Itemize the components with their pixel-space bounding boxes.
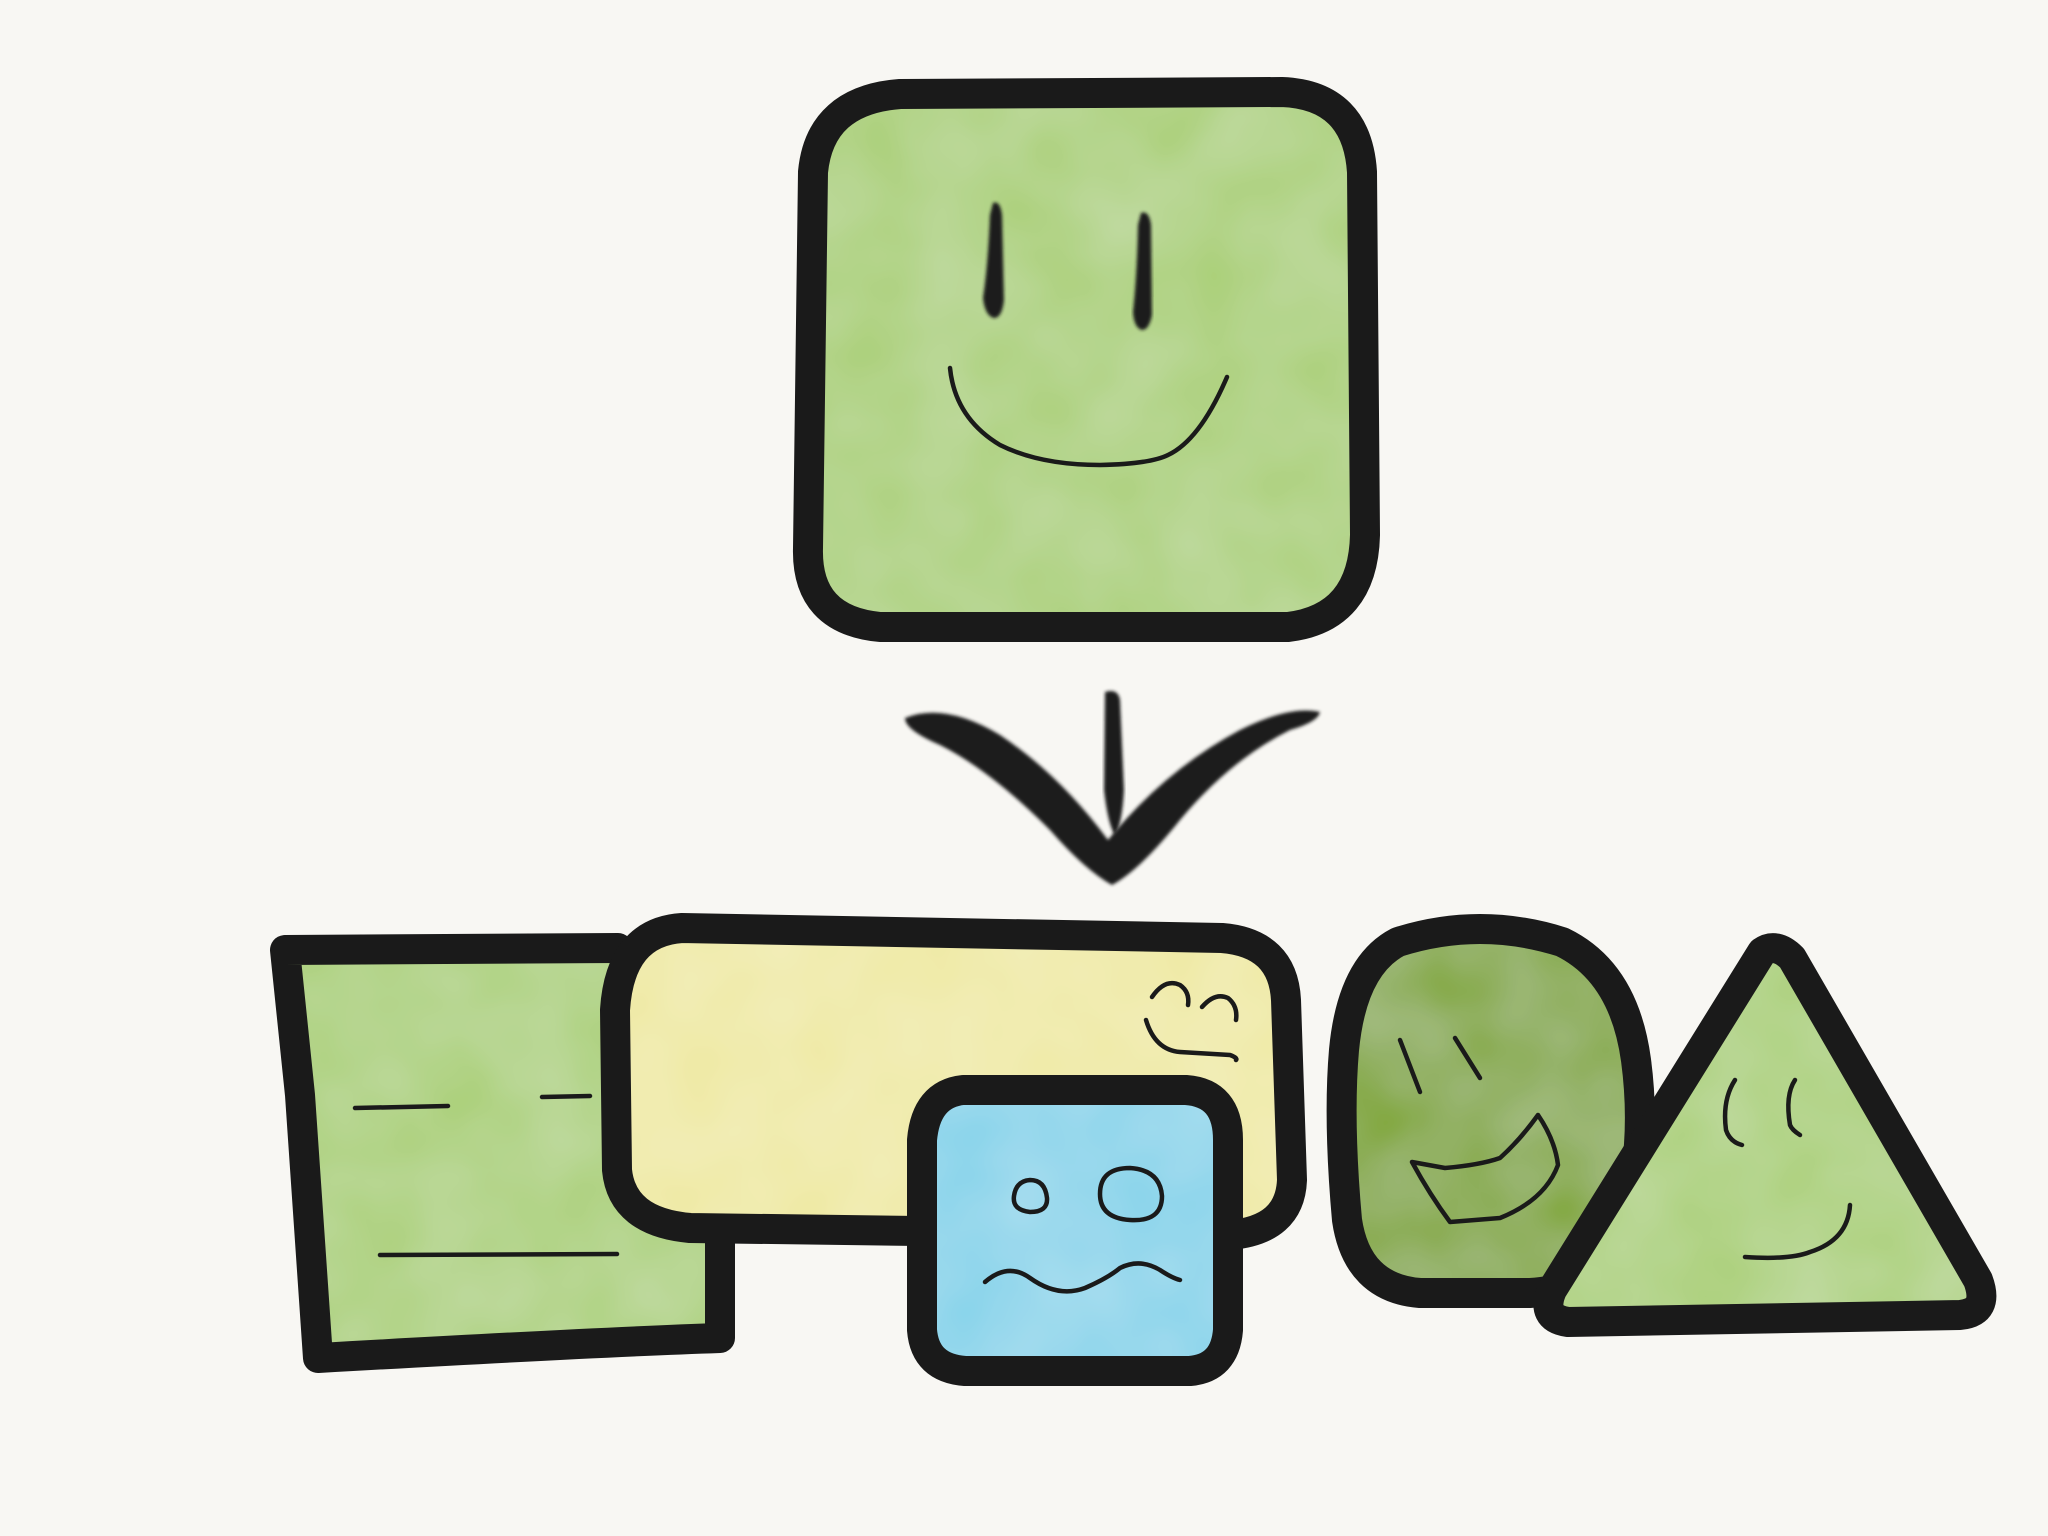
right-eye-arc — [1786, 1077, 1803, 1138]
top-square-fill — [810, 96, 1365, 625]
blob-fill — [1345, 932, 1637, 1290]
triangle-outline — [1533, 933, 1997, 1337]
sleepy-smile-face — [1143, 980, 1239, 1063]
open-mouth — [1409, 1112, 1561, 1225]
arrow-head — [905, 710, 1320, 885]
left-eye-arc — [1149, 980, 1191, 1008]
right-eye — [1133, 212, 1152, 330]
left-eye-circle — [1011, 1177, 1050, 1215]
top-rounded-square — [792, 77, 1380, 642]
blue-square-fill — [925, 1093, 1225, 1368]
worried-face — [982, 1165, 1183, 1294]
triangle-fill — [1552, 951, 1978, 1318]
arrow-shaft — [1104, 691, 1124, 835]
neutral-face — [352, 1093, 620, 1258]
left-eye-line — [1397, 1037, 1423, 1095]
green-square-outline — [270, 933, 735, 1373]
left-eye — [983, 202, 1004, 318]
laughing-face — [1397, 1035, 1561, 1225]
top-square-outline — [792, 77, 1380, 642]
smiling-face — [1722, 1077, 1853, 1261]
right-eye-line — [539, 1093, 593, 1100]
right-eye-line — [1452, 1035, 1483, 1081]
green-triangle — [1533, 933, 1997, 1337]
smile-mouth — [947, 365, 1230, 468]
smile-mouth — [1742, 1202, 1853, 1261]
smiling-face — [947, 202, 1230, 468]
smile-mouth — [1143, 1017, 1239, 1063]
left-eye-line — [352, 1103, 451, 1111]
right-eye-circle — [1097, 1165, 1165, 1223]
wavy-mouth — [982, 1261, 1183, 1294]
flat-mouth — [377, 1251, 620, 1258]
left-eye-arc — [1722, 1077, 1745, 1148]
blue-small-square — [907, 1075, 1243, 1386]
blue-square-outline — [907, 1075, 1243, 1386]
right-eye-arc — [1199, 994, 1239, 1023]
arrow-down-icon — [905, 691, 1320, 885]
